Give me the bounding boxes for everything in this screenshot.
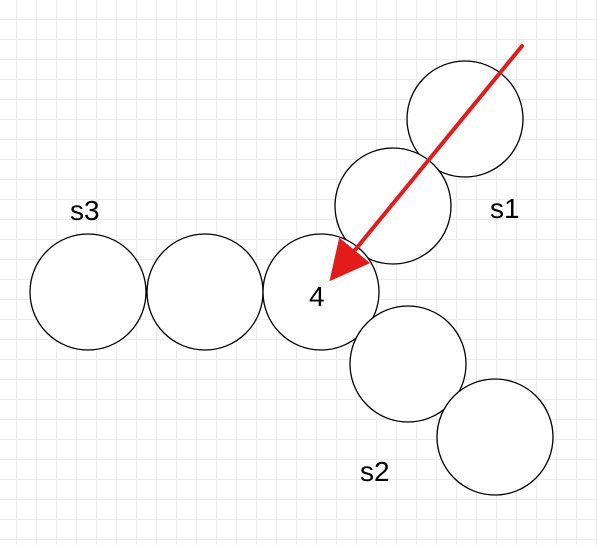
s2-node-inner [349,305,467,423]
s2-node-outer [436,378,554,496]
label-center: 4 [309,281,325,312]
label-s2: s2 [360,456,390,487]
red-arrow [329,44,524,282]
s3-node-outer [29,233,147,351]
s3-node-inner [146,233,264,351]
label-s1: s1 [490,193,520,224]
label-s3: s3 [70,195,100,226]
